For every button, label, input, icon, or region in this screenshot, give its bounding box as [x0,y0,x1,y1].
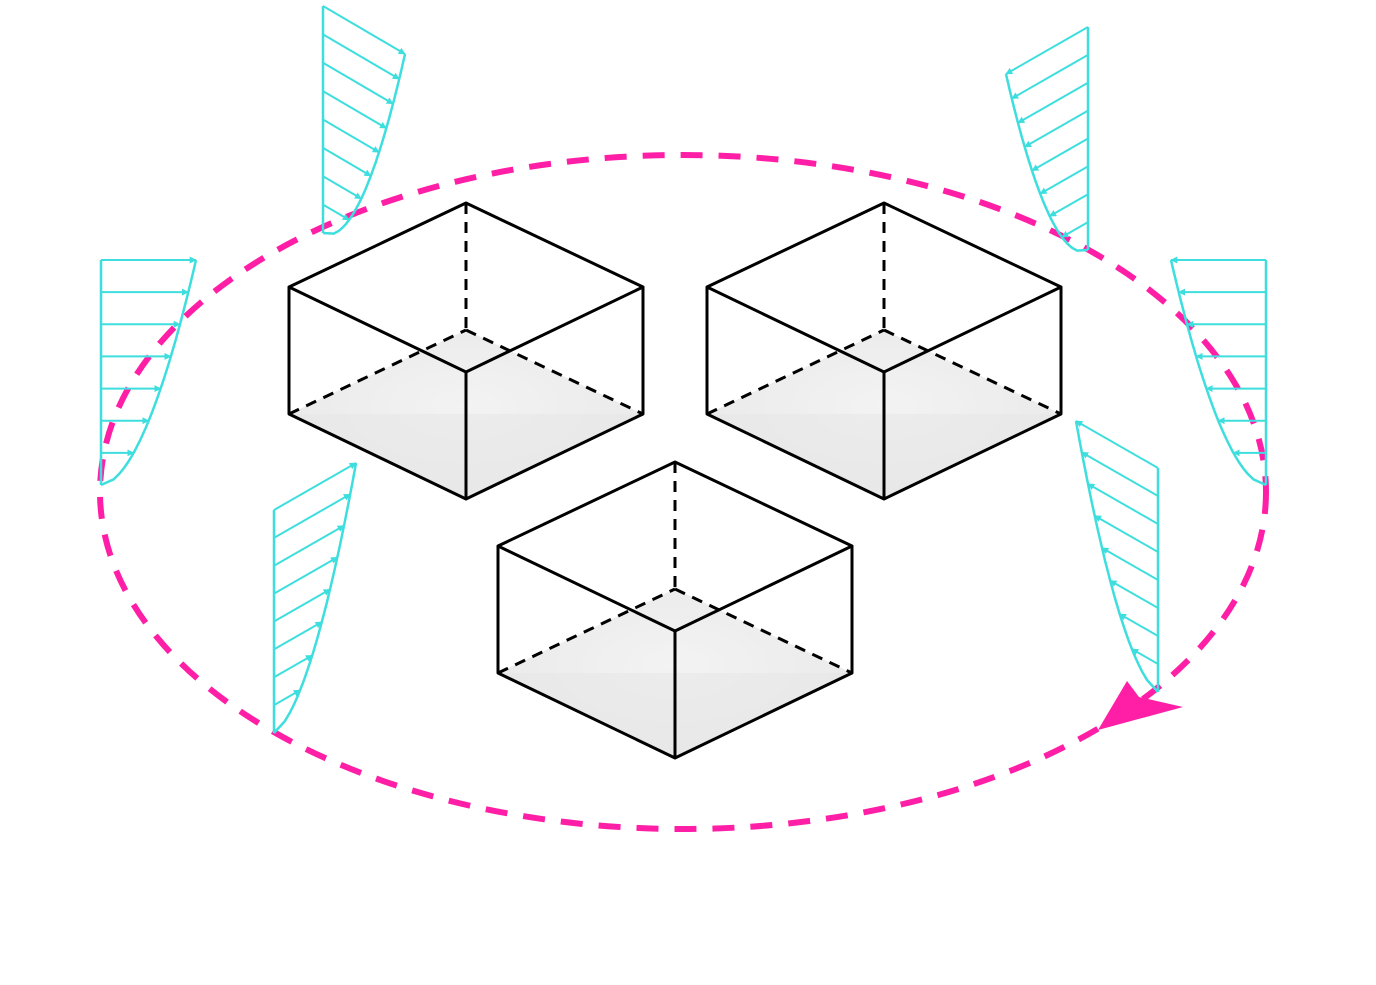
velocity-arrow [1005,26,1089,75]
velocity-arrow [322,118,380,154]
velocity-arrow [1081,451,1159,497]
velocity-arrow [1087,483,1159,525]
velocity-arrow [1039,165,1089,195]
velocity-arrow [322,203,350,221]
triangle-arrowhead-icon [1098,681,1183,730]
velocity-arrow [1024,109,1089,148]
box-hidden-edge [706,328,885,416]
velocity-arrow [1075,420,1159,469]
velocity-arrow [322,5,406,55]
velocity-arrow [273,621,323,651]
circulation-ellipse [97,152,1269,832]
box-hidden-edge [465,328,644,416]
velocity-arrow [322,175,362,200]
velocity-profile-bottom-left [272,462,358,734]
velocity-arrow [1109,579,1159,609]
velocity-arrow [273,493,351,539]
velocity-arrow [322,61,394,105]
box-hidden-edge [288,328,467,416]
velocity-arrow [273,654,313,679]
profile-curve [1169,259,1267,487]
profile-curve [100,259,198,487]
velocity-arrow [1094,514,1159,553]
velocity-arrow [322,147,372,177]
velocity-arrow [322,33,400,80]
velocity-arrow [1061,221,1089,238]
velocity-profiles-group [99,5,1268,734]
open-box-left [287,201,645,501]
box-hidden-edge [497,587,676,675]
velocity-profile-top-right [1004,26,1090,252]
velocity-arrow [1017,81,1089,124]
velocity-arrow [273,588,331,623]
velocity-arrow [1101,547,1159,581]
velocity-arrow [1131,648,1159,665]
velocity-arrow [1119,613,1159,637]
open-box-front [496,460,854,760]
velocity-arrow [273,524,345,567]
boxes-group [287,201,1063,760]
velocity-arrow [1049,193,1089,218]
velocity-profile-bottom-right [1074,420,1160,693]
open-box-right [705,201,1063,501]
velocity-arrow [273,556,338,595]
velocity-arrow [1011,54,1089,100]
velocity-profile-right [1169,256,1268,487]
velocity-profile-top-left [321,5,407,235]
velocity-profile-left [99,256,198,487]
velocity-arrow [322,90,387,130]
box-hidden-edge [674,587,853,675]
velocity-arrow [273,689,301,706]
velocity-arrow [1031,137,1089,172]
velocity-arrow [273,462,357,511]
box-hidden-edge [883,328,1062,416]
circulation-path [97,152,1269,832]
